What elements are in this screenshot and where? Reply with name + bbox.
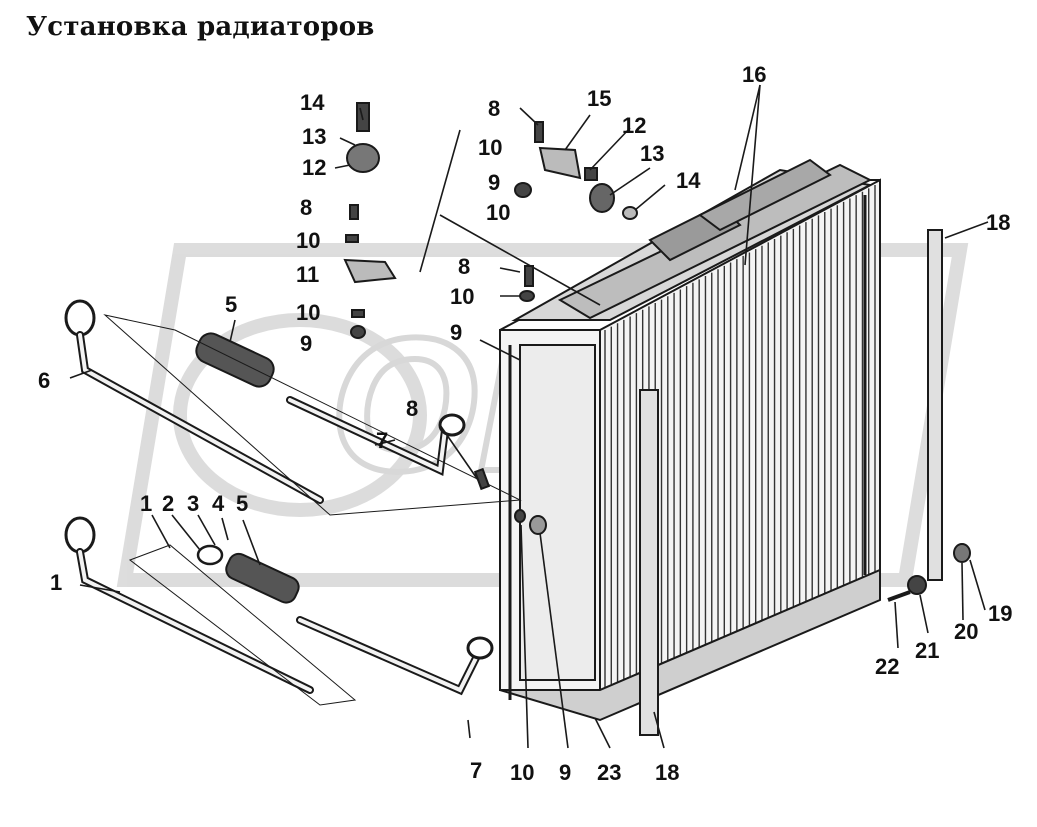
callout-9-bottom: 9 [559, 760, 572, 785]
support-rods [639, 229, 943, 736]
callout-14-top: 14 [676, 168, 701, 193]
callout-22: 22 [875, 654, 900, 679]
callout-2: 2 [162, 491, 175, 516]
callout-23: 23 [597, 760, 622, 785]
callout-11: 11 [296, 262, 320, 287]
callout-10-top: 10 [478, 135, 503, 160]
callout-13-top: 13 [640, 141, 665, 166]
callout-21: 21 [915, 638, 940, 663]
callout-19: 19 [988, 601, 1013, 626]
callout-15: 15 [587, 86, 612, 111]
leader-lines [69, 84, 989, 749]
callout-1-clamp: 1 [140, 491, 153, 516]
callout-9-mid: 9 [450, 320, 463, 345]
callout-10-upper-left: 10 [296, 228, 321, 253]
callout-8-pipe: 8 [406, 396, 419, 421]
callout-3: 3 [187, 491, 200, 516]
callout-7-upper: 7 [376, 428, 389, 453]
callout-4: 4 [212, 491, 225, 516]
callout-10-mid: 10 [450, 284, 475, 309]
callout-10-bottom: 10 [510, 760, 535, 785]
callout-8-upper-left: 8 [300, 195, 313, 220]
callout-18-side-rod: 18 [986, 210, 1011, 235]
callout-8-mid: 8 [458, 254, 471, 279]
rod-18-front [639, 389, 659, 736]
callout-6: 6 [38, 368, 51, 393]
fasteners [343, 102, 971, 602]
callout-13-upper-left: 13 [302, 124, 327, 149]
rod-18-side [927, 229, 943, 581]
callout-18-front-rod: 18 [655, 760, 680, 785]
callout-7-lower: 7 [470, 758, 483, 783]
lower-pipe-group [64, 516, 494, 706]
callout-12-top: 12 [622, 113, 647, 138]
callout-5-upper-hose: 5 [225, 292, 238, 317]
callout-10-mid-left: 10 [296, 300, 321, 325]
callout-9-top: 9 [488, 170, 501, 195]
page-title: Установка радиаторов [26, 12, 375, 42]
callout-20: 20 [954, 619, 979, 644]
callout-12-upper-left: 12 [302, 155, 327, 180]
callout-9-mid-left: 9 [300, 331, 313, 356]
callout-5-lower-hose: 5 [236, 491, 249, 516]
callout-16: 16 [742, 62, 767, 87]
callout-1-lower-pipe: 1 [50, 570, 63, 595]
upper-pipe-group [64, 299, 522, 516]
callout-14-upper-left: 14 [300, 90, 325, 115]
callout-10-top-2: 10 [486, 200, 511, 225]
callout-8-top: 8 [488, 96, 501, 121]
